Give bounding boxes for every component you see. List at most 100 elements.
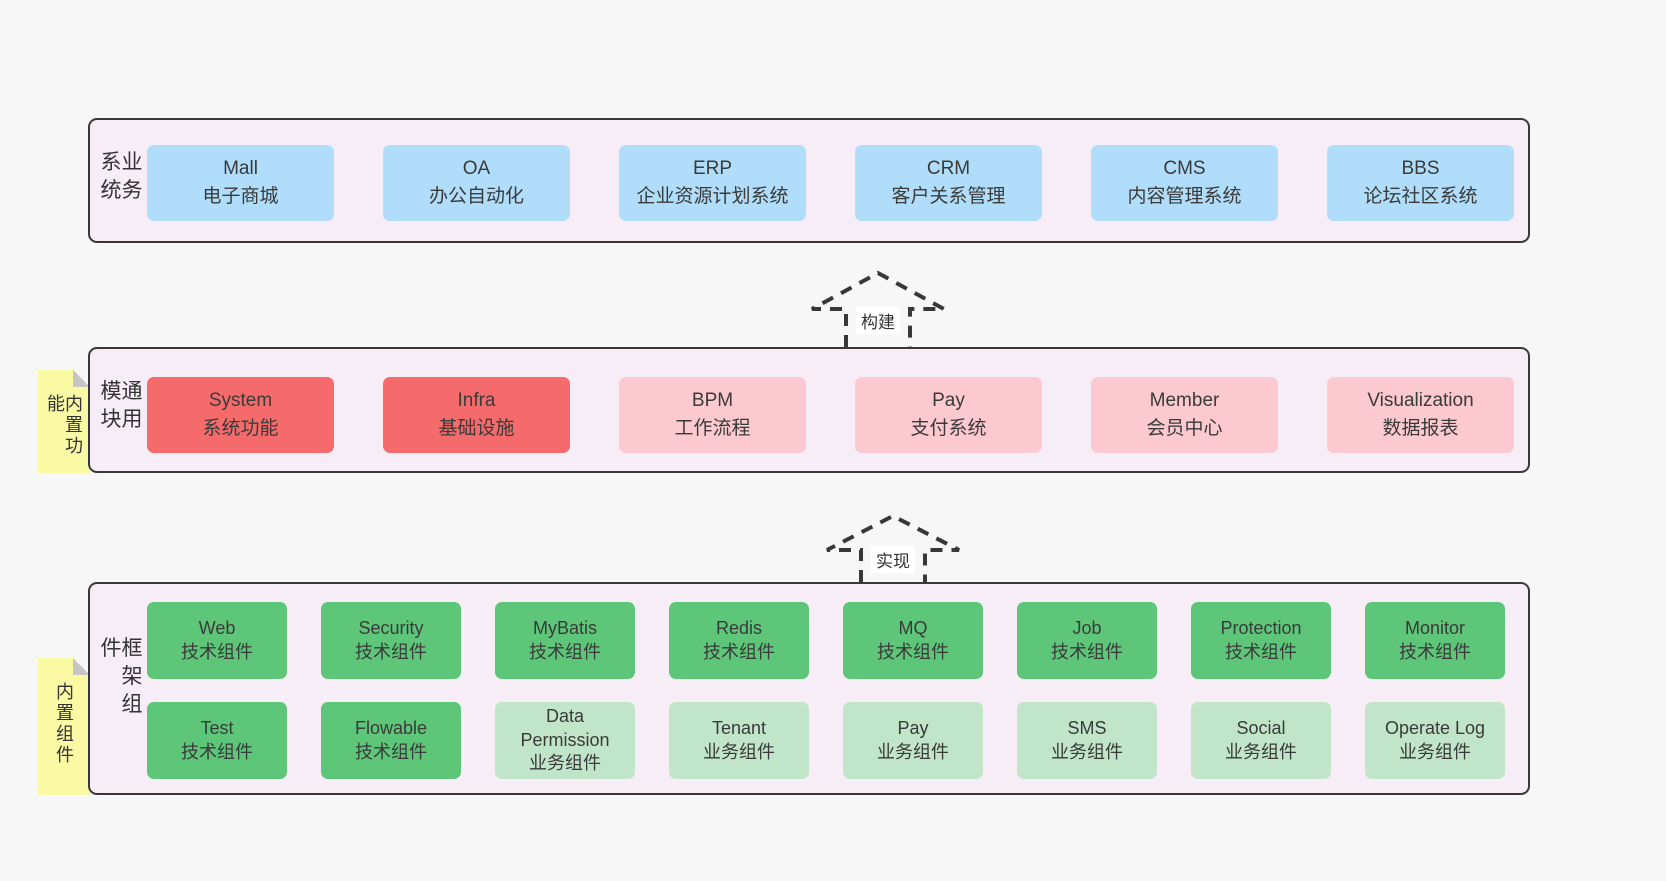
box-title: Data Permission <box>520 706 610 750</box>
box-oa: OA 办公自动化 <box>383 145 570 221</box>
box-title: BBS <box>1401 158 1440 180</box>
arrow-implement-label: 实现 <box>871 546 915 573</box>
box-flowable: Flowable 技术组件 <box>321 702 461 779</box>
folded-corner <box>73 370 90 387</box>
box-erp: ERP 企业资源计划系统 <box>619 145 806 221</box>
box-title: Security <box>358 618 424 639</box>
box-subtitle: 支付系统 <box>910 418 987 439</box>
box-subtitle: 技术组件 <box>1051 641 1123 662</box>
box-title: ERP <box>692 158 733 180</box>
box-title: BPM <box>691 390 734 412</box>
box-title: Infra <box>457 390 496 412</box>
business-box-row: Mall 电子商城 OA 办公自动化 ERP 企业资源计划系统 CRM 客户关系… <box>147 145 1514 221</box>
box-title: Test <box>200 718 234 739</box>
box-subtitle: 技术组件 <box>877 641 949 662</box>
sticky-label: 内置组件 <box>54 682 74 766</box>
box-subtitle: 客户关系管理 <box>891 186 1006 207</box>
box-subtitle: 系统功能 <box>202 418 279 439</box>
box-title: Protection <box>1220 618 1302 639</box>
arrow-build-label: 构建 <box>856 307 900 334</box>
box-tenant: Tenant 业务组件 <box>669 702 809 779</box>
components-row-2: Test 技术组件 Flowable 技术组件 Data Permission … <box>147 702 1505 779</box>
box-title: Monitor <box>1404 618 1466 639</box>
folded-corner <box>73 658 90 675</box>
box-protection: Protection 技术组件 <box>1191 602 1331 679</box>
box-infra: Infra 基础设施 <box>383 377 570 453</box>
section-label-components: 框架组件 <box>98 636 142 721</box>
sticky-label: 内置功能 <box>45 394 83 457</box>
box-social: Social 业务组件 <box>1191 702 1331 779</box>
box-subtitle: 业务组件 <box>1225 741 1297 762</box>
section-label-business: 业务系统 <box>98 150 142 207</box>
box-title: Web <box>198 618 236 639</box>
sticky-note-built-in-features: 内置功能 <box>38 370 90 473</box>
box-sms: SMS 业务组件 <box>1017 702 1157 779</box>
box-redis: Redis 技术组件 <box>669 602 809 679</box>
components-row-1: Web 技术组件 Security 技术组件 MyBatis 技术组件 Redi… <box>147 602 1505 679</box>
box-title: Member <box>1149 390 1220 412</box>
box-title: Social <box>1236 718 1286 739</box>
box-bpm: BPM 工作流程 <box>619 377 806 453</box>
box-subtitle: 技术组件 <box>1225 641 1297 662</box>
box-crm: CRM 客户关系管理 <box>855 145 1042 221</box>
box-title: OA <box>462 158 491 180</box>
box-title: MyBatis <box>532 618 597 639</box>
box-mybatis: MyBatis 技术组件 <box>495 602 635 679</box>
box-subtitle: 技术组件 <box>355 641 427 662</box>
box-subtitle: 基础设施 <box>438 418 515 439</box>
box-title: CRM <box>926 158 971 180</box>
box-subtitle: 技术组件 <box>1399 641 1471 662</box>
box-title: Operate Log <box>1384 718 1486 739</box>
box-subtitle: 论坛社区系统 <box>1363 186 1478 207</box>
box-subtitle: 业务组件 <box>1399 741 1471 762</box>
box-title: Flowable <box>354 718 428 739</box>
arrow-build: 构建 <box>808 269 948 347</box>
box-title: System <box>208 390 273 412</box>
box-web: Web 技术组件 <box>147 602 287 679</box>
box-cms: CMS 内容管理系统 <box>1091 145 1278 221</box>
box-title: CMS <box>1163 158 1206 180</box>
box-subtitle: 办公自动化 <box>428 186 524 207</box>
section-label-modules: 通用模块 <box>98 379 142 436</box>
box-subtitle: 技术组件 <box>181 741 253 762</box>
box-subtitle: 会员中心 <box>1146 418 1223 439</box>
box-title: Pay <box>897 718 929 739</box>
box-subtitle: 业务组件 <box>529 753 601 774</box>
box-system: System 系统功能 <box>147 377 334 453</box>
box-subtitle: 技术组件 <box>703 641 775 662</box>
box-pay-module: Pay 支付系统 <box>855 377 1042 453</box>
section-common-modules: 通用模块 System 系统功能 Infra 基础设施 BPM 工作流程 Pay… <box>88 347 1530 473</box>
box-monitor: Monitor 技术组件 <box>1365 602 1505 679</box>
box-title: MQ <box>898 618 928 639</box>
box-visualization: Visualization 数据报表 <box>1327 377 1514 453</box>
box-title: SMS <box>1067 718 1107 739</box>
box-title: Mall <box>223 158 258 180</box>
section-business-systems: 业务系统 Mall 电子商城 OA 办公自动化 ERP 企业资源计划系统 CRM… <box>88 118 1530 243</box>
box-job: Job 技术组件 <box>1017 602 1157 679</box>
box-title: Job <box>1072 618 1102 639</box>
modules-box-row: System 系统功能 Infra 基础设施 BPM 工作流程 Pay 支付系统… <box>147 377 1514 453</box>
box-subtitle: 内容管理系统 <box>1127 186 1242 207</box>
section-framework-components: 框架组件 Web 技术组件 Security 技术组件 MyBatis 技术组件… <box>88 582 1530 795</box>
box-subtitle: 电子商城 <box>202 186 279 207</box>
box-data-permission: Data Permission 业务组件 <box>495 702 635 779</box>
box-test: Test 技术组件 <box>147 702 287 779</box>
box-mq: MQ 技术组件 <box>843 602 983 679</box>
box-title: Redis <box>715 618 763 639</box>
box-bbs: BBS 论坛社区系统 <box>1327 145 1514 221</box>
box-subtitle: 企业资源计划系统 <box>636 186 789 207</box>
box-subtitle: 技术组件 <box>355 741 427 762</box>
box-subtitle: 数据报表 <box>1382 418 1459 439</box>
box-operate-log: Operate Log 业务组件 <box>1365 702 1505 779</box>
box-subtitle: 业务组件 <box>703 741 775 762</box>
box-subtitle: 工作流程 <box>674 418 751 439</box>
box-subtitle: 技术组件 <box>529 641 601 662</box>
box-title: Pay <box>932 390 965 412</box>
box-pay-component: Pay 业务组件 <box>843 702 983 779</box>
box-subtitle: 技术组件 <box>181 641 253 662</box>
box-subtitle: 业务组件 <box>877 741 949 762</box>
up-arrow-icon <box>826 513 960 582</box>
box-title: Tenant <box>711 718 767 739</box>
arrow-implement: 实现 <box>823 512 963 582</box>
box-security: Security 技术组件 <box>321 602 461 679</box>
